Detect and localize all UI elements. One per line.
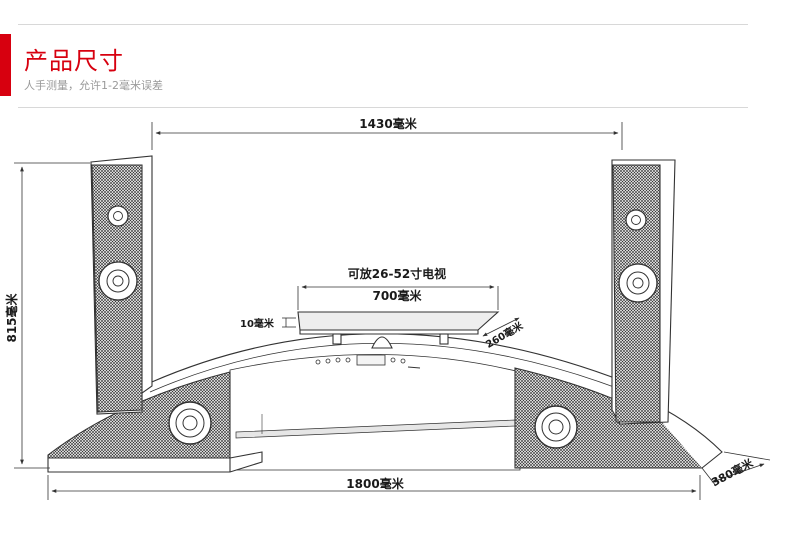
right-tower-tweeter: [625, 209, 647, 231]
dimension-height: [14, 162, 90, 469]
header-bottom-rule: [18, 107, 748, 108]
label-shelf-thickness: 10毫米: [240, 317, 275, 330]
left-base-speaker-block: [47, 371, 263, 473]
left-tower-tweeter: [107, 205, 129, 227]
label-top-width: 1430毫米: [359, 116, 417, 131]
label-depth: 380毫米: [709, 455, 756, 489]
dimension-depth: [701, 451, 771, 487]
right-woofer: [534, 405, 578, 449]
label-tv-range: 可放26-52寸电视: [348, 266, 446, 281]
header-accent-bar: [0, 34, 11, 96]
tv-top-shelf: [297, 311, 500, 349]
page-subtitle: 人手测量，允许1-2毫米误差: [24, 79, 163, 92]
page-title: 产品尺寸: [24, 47, 124, 75]
left-tower-woofer: [98, 261, 138, 301]
label-shelf-width: 700毫米: [372, 288, 422, 303]
front-control-panel: [315, 354, 421, 369]
dimension-bottom-width: [47, 475, 701, 500]
left-woofer: [168, 401, 212, 445]
dimension-shelf-thickness: [282, 317, 296, 328]
dimension-shelf-width: [297, 285, 499, 310]
header-top-rule: [18, 24, 748, 25]
label-height: 815毫米: [4, 292, 19, 342]
label-bottom-width: 1800毫米: [346, 476, 404, 491]
dimension-shelf-depth: [482, 317, 520, 337]
dimension-top-width: [151, 122, 623, 150]
right-tower-woofer: [618, 263, 658, 303]
